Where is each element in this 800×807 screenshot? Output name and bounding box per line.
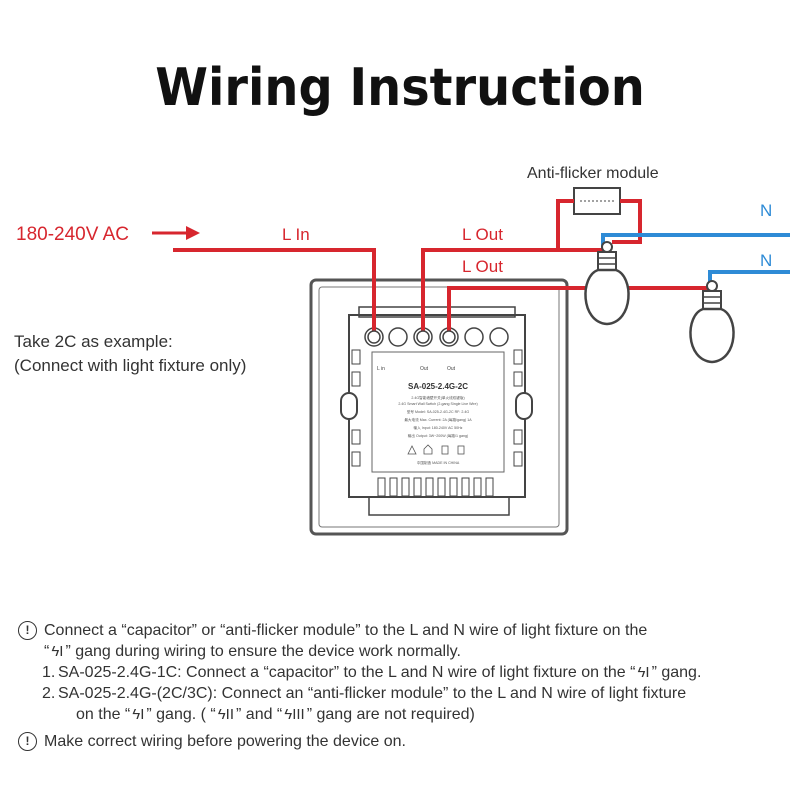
notes-section: ! Connect a “capacitor” or “anti-flicker… (18, 620, 793, 752)
list-item-text: SA-025-2.4G-(2C/3C): Connect an “anti-fl… (58, 685, 687, 702)
list-item-text: on the “ϟI” gang. ( “ϟII” and “ϟIII” gan… (76, 706, 475, 723)
spec-line: 输出 Output: 3W~200W (每路/1 gang) (408, 433, 468, 438)
source-label: 180-240V AC (16, 224, 129, 245)
certification-icons (407, 444, 465, 455)
list-item-text: SA-025-2.4G-1C: Connect a “capacitor” to… (58, 664, 636, 681)
note-text: “ϟI” gang during wiring to ensure the de… (44, 643, 461, 660)
gang-1-icon: ϟI (132, 706, 145, 723)
light-bulb-icon (689, 280, 735, 364)
light-bulb-icon (584, 241, 630, 326)
term-label-lin: L in (377, 366, 385, 372)
l-out-label: L Out (462, 257, 503, 276)
example-line: (Connect with light fixture only) (14, 356, 247, 375)
page-title: Wiring Instruction (155, 58, 645, 118)
neutral-label: N (760, 201, 772, 220)
term-label-out1: Out (420, 366, 429, 372)
arrow-right-icon (152, 226, 200, 240)
anti-flicker-label: Anti-flicker module (527, 165, 659, 182)
spec-line: 2.4G Smart Wall Switch (2-gang Single Li… (398, 402, 477, 406)
example-caption: Take 2C as example: (Connect with light … (14, 330, 246, 378)
neutral-label: N (760, 251, 772, 270)
example-line: Take 2C as example: (14, 332, 173, 351)
made-in-label: 中国制造 MADE IN CHINA (417, 460, 460, 465)
gang-1-icon: ϟI (637, 664, 650, 681)
gang-1-icon: ϟI (51, 643, 64, 660)
spec-line: 输入 Input: 180-240V AC 50Hz (414, 425, 463, 430)
switch-panel: L in Out Out SA-025-2.4G-2C 2.4G智能墙壁开关(单… (309, 278, 569, 536)
note-item: ! Connect a “capacitor” or “anti-flicker… (18, 620, 793, 662)
spec-line: 2.4G智能墙壁开关(单火线双键版) (411, 395, 464, 400)
model-label: SA-025-2.4G-2C (408, 382, 468, 391)
gang-3-icon: ϟIII (284, 706, 305, 723)
term-label-out2: Out (447, 366, 456, 372)
anti-flicker-module (573, 187, 621, 215)
l-out-label: L Out (462, 225, 503, 244)
spec-line: 型号 Model: SA-025-2.4G-2C RF: 2.4G (407, 409, 470, 414)
spec-line: 最大电流 Max. Current: 2A (每路/gang) 1A (404, 417, 472, 422)
list-item: 2. SA-025-2.4G-(2C/3C): Connect an “anti… (18, 683, 793, 725)
info-icon: ! (18, 621, 37, 640)
l-in-label: L In (282, 225, 310, 244)
info-icon: ! (18, 732, 37, 751)
list-item: 1. SA-025-2.4G-1C: Connect a “capacitor”… (42, 664, 702, 681)
note-text: Make correct wiring before powering the … (44, 733, 406, 750)
note-item: ! Make correct wiring before powering th… (18, 731, 793, 752)
gang-2-icon: ϟII (217, 706, 235, 723)
note-text: Connect a “capacitor” or “anti-flicker m… (44, 622, 648, 639)
